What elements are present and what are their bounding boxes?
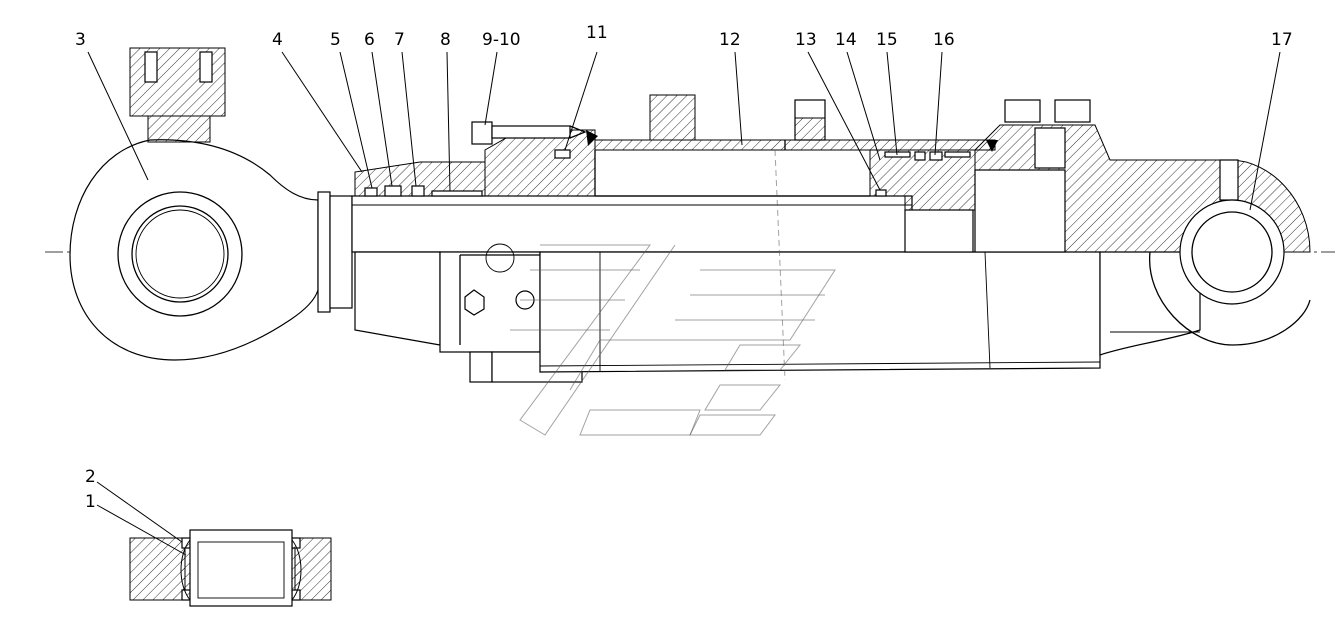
label-5: 5	[330, 30, 341, 50]
item-labels: 3 4 5 6 7 8 9-10 11 12 13 14 15 16 17 2 …	[75, 23, 1293, 512]
gland	[354, 121, 598, 383]
detail-bushing	[129, 529, 332, 607]
label-11: 11	[586, 23, 608, 43]
label-13: 13	[795, 30, 817, 50]
leader-lines	[87, 51, 1281, 556]
barrel	[539, 94, 1201, 373]
rod-eye	[69, 47, 353, 361]
label-3: 3	[75, 30, 86, 50]
label-12: 12	[719, 30, 741, 50]
label-14: 14	[835, 30, 857, 50]
label-2: 2	[85, 467, 96, 487]
cap-end	[974, 99, 1311, 346]
label-6: 6	[364, 30, 375, 50]
label-8: 8	[440, 30, 451, 50]
watermark-logo	[510, 149, 836, 436]
label-4: 4	[272, 30, 283, 50]
label-15: 15	[876, 30, 898, 50]
piston-rod	[351, 195, 913, 253]
label-16: 16	[933, 30, 955, 50]
label-7: 7	[394, 30, 405, 50]
label-17: 17	[1271, 30, 1293, 50]
label-9-10: 9-10	[482, 30, 521, 50]
piston	[869, 140, 998, 253]
label-1: 1	[85, 492, 96, 512]
